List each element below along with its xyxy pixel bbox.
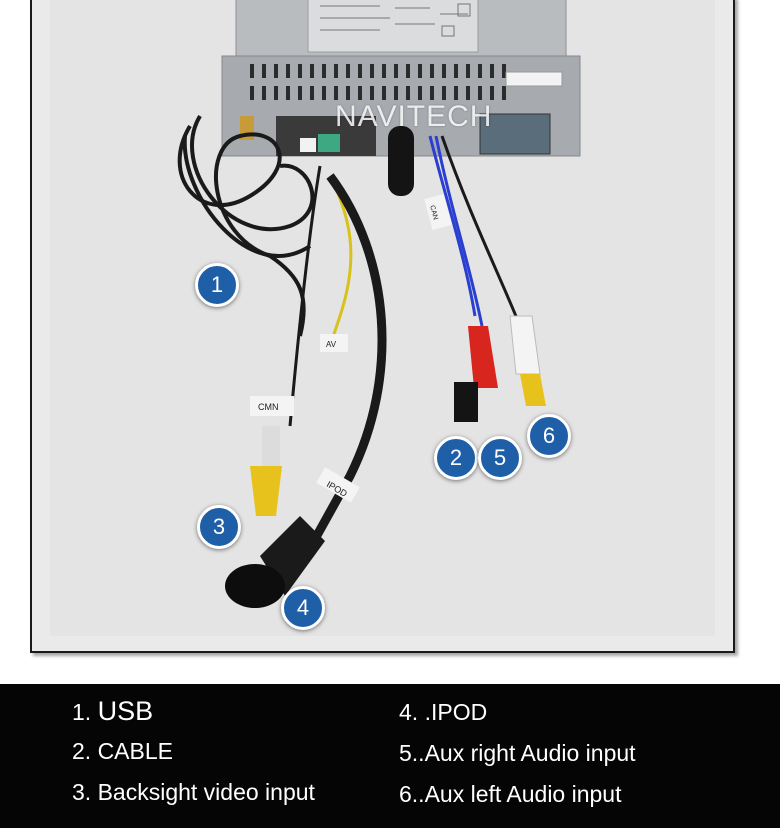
marker-6: 6: [527, 414, 571, 458]
canbus-tag-label: CAN: [428, 205, 439, 221]
usb-cable-coil: [177, 114, 315, 337]
legend-item-usb: 1. USB: [72, 696, 153, 727]
product-photo: IPOD CMN AV CAN NAVIT: [50, 0, 715, 636]
green-plug: [318, 134, 340, 152]
wiring-harness-illustration: IPOD CMN AV CAN: [177, 0, 581, 608]
ipod-tag: [316, 467, 360, 503]
legend-panel: 1. USB 2. CABLE 3. Backsight video input…: [0, 684, 780, 828]
barcode-sticker: [505, 71, 563, 87]
black-wire-right: [440, 135, 522, 327]
legend-item-usb-text: USB: [97, 696, 154, 726]
legend-item-aux-left: 6..Aux left Audio input: [399, 781, 622, 807]
ipod-connector-end: [225, 564, 285, 608]
legend-item-cable: 2. CABLE: [72, 738, 173, 764]
marker-4: 4: [281, 586, 325, 630]
rca-red-right: [468, 326, 498, 388]
blue-wire-bundle: [428, 135, 484, 327]
marker-2: 2: [434, 436, 478, 480]
cmn-tag-label: CMN: [258, 402, 279, 412]
rca-yellow-video: [250, 466, 282, 516]
brand-watermark: NAVITECH: [335, 100, 493, 133]
white-plug: [300, 138, 316, 152]
marker-5: 5: [478, 436, 522, 480]
legend-item-ipod: 4. .IPOD: [399, 699, 488, 725]
cmn-wire: [288, 165, 322, 427]
marker-3: 3: [197, 505, 241, 549]
legend-item-usb-number: 1.: [72, 699, 92, 725]
product-photo-frame: IPOD CMN AV CAN NAVIT: [30, 0, 735, 653]
rca-white-tip: [520, 374, 546, 406]
marker-1: 1: [195, 263, 239, 307]
ipod-cable: [296, 173, 387, 569]
rca-sleeve-video: [262, 426, 280, 466]
main-harness-socket: [479, 113, 551, 155]
canbus-tag: [424, 193, 452, 231]
black-power-plug: [454, 382, 478, 422]
legend-item-backsight: 3. Backsight video input: [72, 779, 315, 805]
rca-white-left: [509, 315, 541, 375]
av-tag: [320, 334, 348, 352]
cmn-tag: [250, 396, 294, 416]
gps-antenna-stub: [388, 126, 414, 196]
av-tag-label: AV: [326, 340, 337, 349]
legend-item-aux-right: 5..Aux right Audio input: [399, 740, 636, 766]
